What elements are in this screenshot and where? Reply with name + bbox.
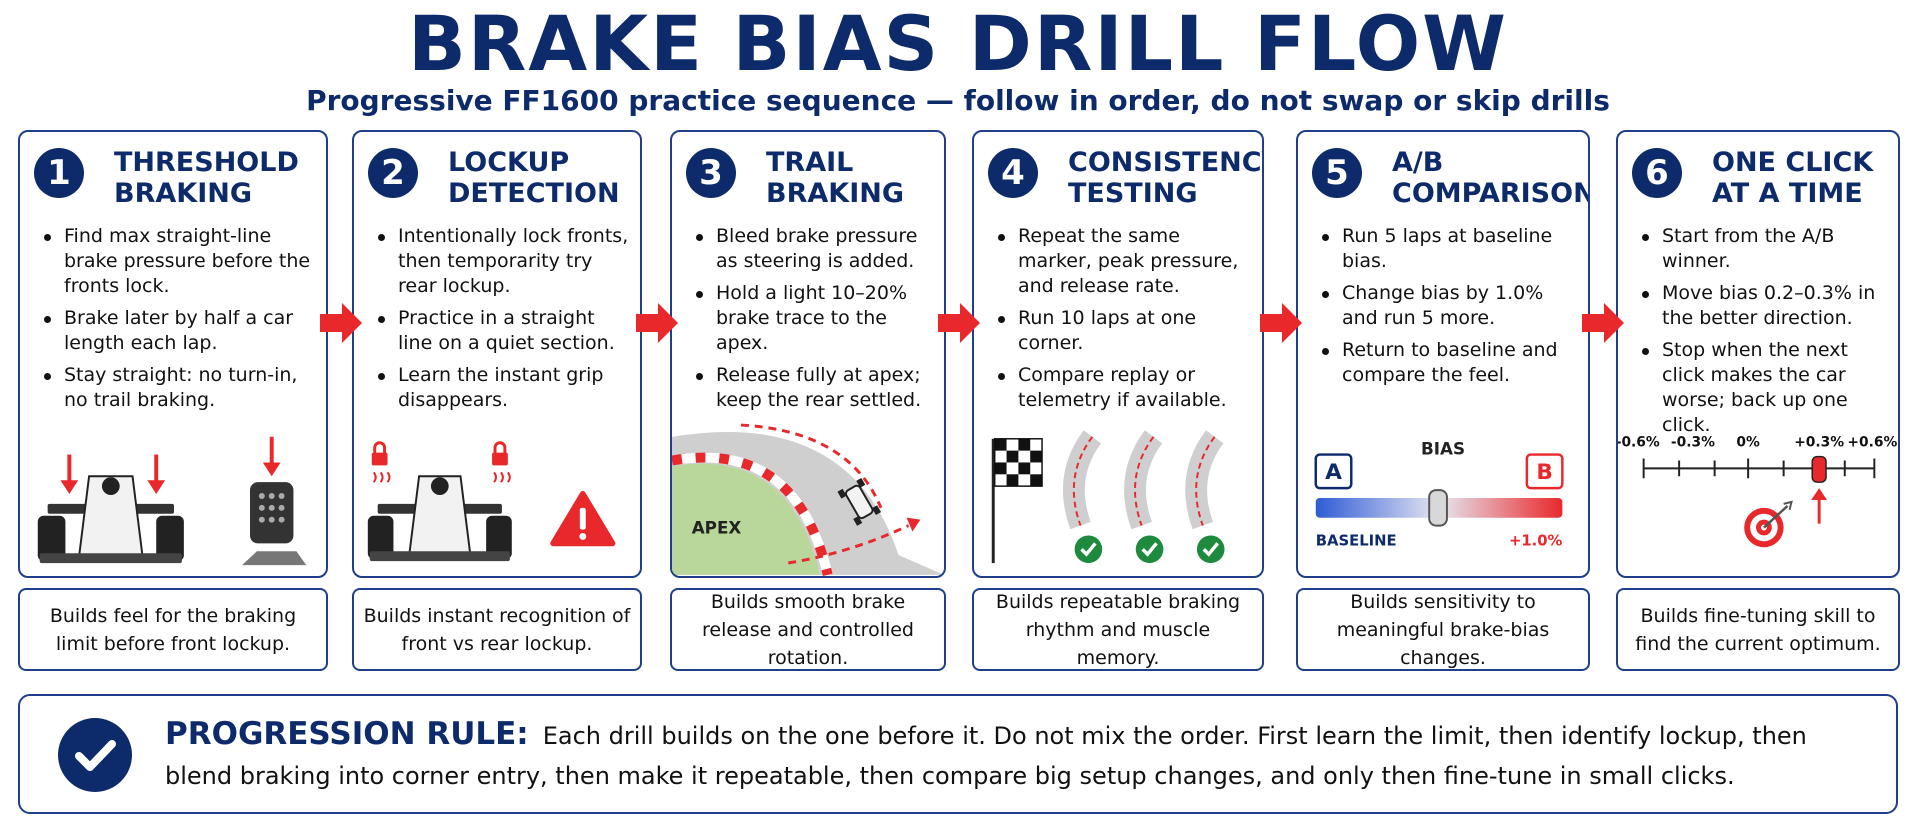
- step-number-3: 3: [686, 148, 736, 198]
- bullet: Learn the instant grip disappears.: [376, 363, 634, 413]
- bullet: Stop when the next click makes the car w…: [1640, 338, 1892, 438]
- drill-illustration-3: APEX: [672, 423, 944, 576]
- builds-card-2: Builds instant recognition of front vs r…: [352, 588, 642, 671]
- bullet: Brake later by half a car length each la…: [42, 306, 320, 356]
- drill-bullets-4: Repeat the same marker, peak pressure, a…: [996, 224, 1256, 420]
- flow-arrow-icon: [938, 303, 980, 343]
- bias-slider-handle: [1428, 489, 1448, 527]
- progression-rule-text-block: PROGRESSION RULE:Each drill builds on th…: [165, 714, 1876, 796]
- drill-title-1: THRESHOLD BRAKING: [114, 147, 299, 209]
- bullet: Move bias 0.2–0.3% in the better directi…: [1640, 281, 1892, 331]
- flow-arrow-icon: [320, 303, 362, 343]
- check-icon: [1135, 535, 1164, 564]
- drill-card-3: 3 TRAIL BRAKING Bleed brake pressure as …: [670, 130, 946, 578]
- bullet: Change bias by 1.0% and run 5 more.: [1320, 281, 1582, 331]
- check-icon: [1074, 535, 1103, 564]
- scale-label: -0.3%: [1671, 435, 1715, 451]
- progression-rule-label: PROGRESSION RULE:: [165, 716, 529, 752]
- flow-arrow-icon: [636, 303, 678, 343]
- drill-card-4: 4 CONSISTENCY TESTING Repeat the same ma…: [972, 130, 1264, 578]
- target-icon: [1744, 500, 1793, 548]
- drill-title-2: LOCKUP DETECTION: [448, 147, 620, 209]
- scale-label: +0.3%: [1794, 435, 1844, 451]
- flow-arrow-icon: [1260, 303, 1302, 343]
- check-icon: [58, 718, 132, 792]
- bullet: Return to baseline and compare the feel.: [1320, 338, 1582, 388]
- drill-bullets-1: Find max straight-line brake pressure be…: [42, 224, 320, 420]
- builds-card-4: Builds repeatable braking rhythm and mus…: [972, 588, 1264, 671]
- bullet: Intentionally lock fronts, then temporar…: [376, 224, 634, 299]
- drill-card-1: 1 THRESHOLD BRAKING Find max straight-li…: [18, 130, 328, 578]
- bullet: Start from the A/B winner.: [1640, 224, 1892, 274]
- drill-bullets-6: Start from the A/B winner. Move bias 0.2…: [1640, 224, 1892, 445]
- builds-card-5: Builds sensitivity to meaningful brake-b…: [1296, 588, 1590, 671]
- bullet: Find max straight-line brake pressure be…: [42, 224, 320, 299]
- lock-icon: [492, 441, 511, 483]
- scale-label: -0.6%: [1618, 435, 1660, 451]
- drill-title-5: A/B COMPARISON: [1392, 147, 1590, 209]
- bullet: Stay straight: no turn-in, no trail brak…: [42, 363, 320, 413]
- builds-card-1: Builds feel for the braking limit before…: [18, 588, 328, 671]
- warning-icon: [550, 491, 616, 547]
- builds-card-6: Builds fine-tuning skill to find the cur…: [1616, 588, 1900, 671]
- page-subtitle: Progressive FF1600 practice sequence — f…: [306, 84, 1610, 117]
- scale-label: +0.6%: [1847, 435, 1897, 451]
- bullet: Compare replay or telemetry if available…: [996, 363, 1256, 413]
- step-number-5: 5: [1312, 148, 1362, 198]
- progression-rule-panel: PROGRESSION RULE:Each drill builds on th…: [18, 694, 1898, 814]
- drill-card-2: 2 LOCKUP DETECTION Intentionally lock fr…: [352, 130, 642, 578]
- option-a-label: A: [1325, 460, 1342, 485]
- step-number-6: 6: [1632, 148, 1682, 198]
- check-icon: [1196, 535, 1225, 564]
- race-car-icon: [837, 477, 882, 526]
- step-number-2: 2: [368, 148, 418, 198]
- drill-bullets-3: Bleed brake pressure as steering is adde…: [694, 224, 938, 420]
- drill-illustration-1: [37, 436, 307, 566]
- drill-bullets-5: Run 5 laps at baseline bias. Change bias…: [1320, 224, 1582, 395]
- builds-card-3: Builds smooth brake release and controll…: [670, 588, 946, 671]
- drill-title-3: TRAIL BRAKING: [766, 147, 904, 209]
- bullet: Hold a light 10–20% brake trace to the a…: [694, 281, 938, 356]
- bullet: Run 5 laps at baseline bias.: [1320, 224, 1582, 274]
- bias-label: BIAS: [1421, 439, 1465, 459]
- bullet: Release fully at apex; keep the rear set…: [694, 363, 938, 413]
- drill-card-6: 6 ONE CLICK AT A TIME Start from the A/B…: [1616, 130, 1900, 578]
- progression-rule-text: Each drill builds on the one before it. …: [165, 722, 1807, 790]
- drill-bullets-2: Intentionally lock fronts, then temporar…: [376, 224, 634, 420]
- checkered-flag-icon: [991, 438, 1043, 564]
- flow-arrow-icon: [1582, 303, 1624, 343]
- scale-label: 0%: [1736, 435, 1760, 451]
- drill-title-6: ONE CLICK AT A TIME: [1712, 147, 1874, 209]
- plus-one-label: +1.0%: [1509, 532, 1563, 549]
- drill-illustration-4: [991, 430, 1225, 564]
- bias-slider-illustration: BIAS A B BASELINE +1.0%: [1314, 439, 1564, 549]
- bullet: Bleed brake pressure as steering is adde…: [694, 224, 938, 274]
- lock-icon: [371, 441, 391, 483]
- bullet: Run 10 laps at one corner.: [996, 306, 1256, 356]
- bullet: Repeat the same marker, peak pressure, a…: [996, 224, 1256, 299]
- page-title: BRAKE BIAS DRILL FLOW: [407, 0, 1509, 88]
- baseline-label: BASELINE: [1316, 532, 1397, 549]
- option-b-label: B: [1536, 460, 1553, 485]
- step-number-4: 4: [988, 148, 1038, 198]
- apex-label: APEX: [692, 517, 742, 537]
- drill-illustration-2: [367, 441, 616, 562]
- step-number-1: 1: [34, 148, 84, 198]
- drill-card-5: 5 A/B COMPARISON Run 5 laps at baseline …: [1296, 130, 1590, 578]
- bullet: Practice in a straight line on a quiet s…: [376, 306, 634, 356]
- fine-tune-scale-illustration: -0.6% -0.3% 0% +0.3% +0.6%: [1618, 435, 1897, 548]
- fine-tune-marker: [1811, 455, 1827, 483]
- brake-pedal-icon: [242, 482, 307, 566]
- drill-title-4: CONSISTENCY TESTING: [1068, 147, 1264, 209]
- race-car-icon: [37, 475, 184, 564]
- race-car-icon: [367, 475, 512, 562]
